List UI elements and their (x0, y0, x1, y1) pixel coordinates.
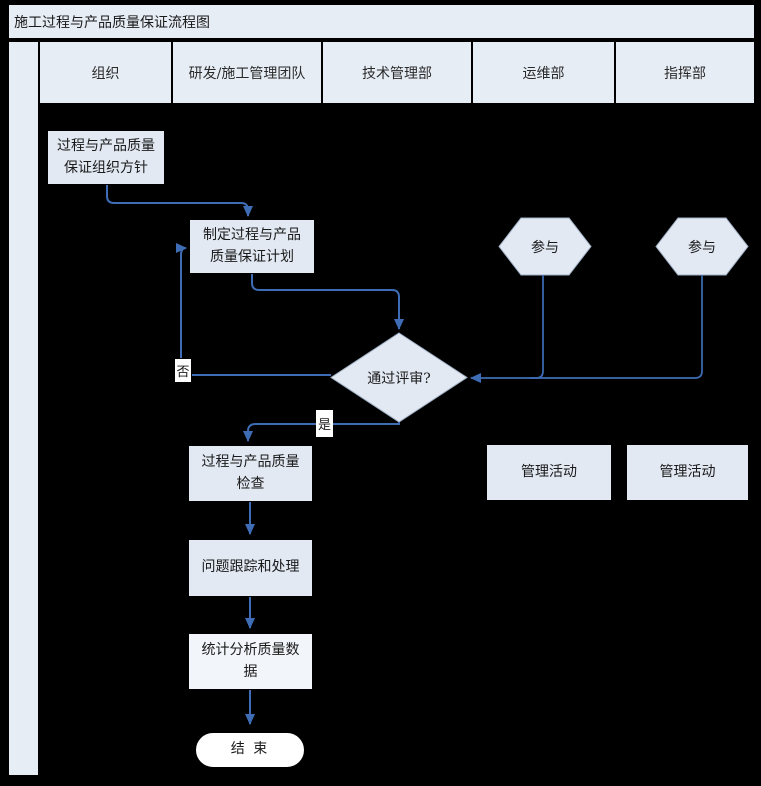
decision-review-label: 通过评审? (331, 333, 467, 422)
connector-hex-right-to-review (470, 275, 703, 383)
branch-label-text: 否 (176, 365, 190, 380)
hexagon-participate-left-label: 参与 (499, 218, 591, 275)
node-label: 参与 (531, 239, 559, 256)
node-end-terminator: 结 束 (195, 732, 305, 768)
node-management-activity-left: 管理活动 (486, 444, 612, 501)
node-label: 通过评审? (367, 370, 431, 387)
node-label: 参与 (688, 239, 716, 256)
lane-header-label: 技术管理部 (362, 65, 432, 82)
node-label: 结 束 (230, 741, 270, 758)
node-quality-plan: 制定过程与产品质量保证计划 (189, 219, 315, 274)
hexagon-participate-left (498, 217, 592, 276)
node-label: 管理活动 (521, 463, 577, 480)
node-label: 统计分析质量数据 (201, 641, 300, 680)
node-issue-tracking: 问题跟踪和处理 (188, 539, 313, 597)
left-strip-cell (9, 42, 38, 775)
node-label: 制定过程与产品质量保证计划 (203, 226, 301, 265)
lane-header-rd-construction-team: 研发/施工管理团队 (173, 42, 321, 103)
node-label: 问题跟踪和处理 (201, 559, 300, 576)
title-bar: 施工过程与产品质量保证流程图 (9, 5, 754, 38)
lane-header-organization: 组织 (40, 42, 171, 103)
hexagon-participate-right-label: 参与 (656, 218, 748, 275)
lane-header-ops-maintenance: 运维部 (473, 42, 614, 103)
lane-header-tech-management: 技术管理部 (323, 42, 471, 103)
hexagon-participate-right (655, 217, 749, 276)
node-quality-policy: 过程与产品质量保证组织方针 (47, 130, 165, 185)
node-management-activity-right: 管理活动 (626, 444, 749, 501)
lane-header-command: 指挥部 (616, 42, 754, 103)
branch-label-yes: 是 (316, 410, 333, 437)
lane-header-label: 指挥部 (664, 65, 706, 82)
connector-plan-to-review (251, 274, 404, 330)
node-label: 过程与产品质量检查 (201, 453, 300, 492)
node-label: 过程与产品质量保证组织方针 (57, 137, 155, 176)
node-statistical-analysis: 统计分析质量数据 (188, 633, 313, 690)
lane-header-label: 组织 (91, 65, 120, 82)
node-label: 管理活动 (659, 463, 716, 480)
connector-review-no-to-plan (175, 243, 331, 376)
branch-label-no: 否 (174, 358, 192, 383)
lane-header-label: 研发/施工管理团队 (188, 65, 306, 82)
lane-header-label: 运维部 (522, 65, 565, 82)
connector-review-yes-to-inspection (243, 422, 400, 442)
page-title: 施工过程与产品质量保证流程图 (14, 14, 210, 31)
connector-hex-left-join (530, 275, 544, 379)
branch-label-text: 是 (317, 418, 331, 433)
connector-policy-to-plan (106, 185, 253, 217)
node-quality-inspection: 过程与产品质量检查 (188, 445, 313, 502)
